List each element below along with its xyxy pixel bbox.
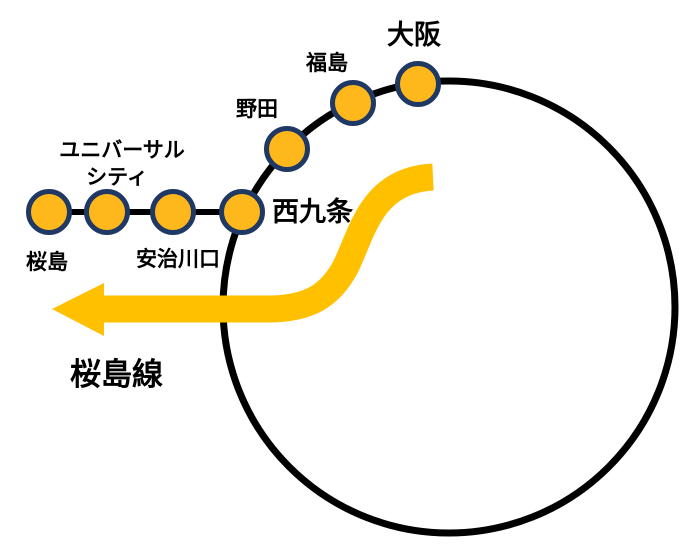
branch-line-name-label: 桜島線: [70, 357, 163, 392]
direction-arrow-shaft: [104, 163, 435, 323]
station-label-osaka: 大阪: [387, 20, 441, 50]
station-label-noda: 野田: [236, 98, 278, 121]
station-sakurajima: [26, 189, 72, 235]
station-universal-city: [84, 189, 130, 235]
station-osaka: [395, 61, 441, 107]
direction-arrow-head-icon: [52, 283, 104, 336]
station-fukushima: [330, 80, 376, 126]
station-nishikujo: [219, 189, 265, 235]
station-noda: [264, 126, 310, 172]
station-label-fukushima: 福島: [305, 51, 348, 75]
station-label-sakurajima: 桜島: [26, 250, 68, 274]
station-label-ajikawaguchi: 安治川口: [136, 247, 220, 271]
station-ajikawaguchi: [150, 189, 196, 235]
station-label-universal-city-line1: ユニバーサル: [59, 139, 185, 162]
station-label-nishikujo: 西九条: [272, 197, 354, 227]
station-label-universal-city-line2: シティ: [86, 166, 148, 189]
